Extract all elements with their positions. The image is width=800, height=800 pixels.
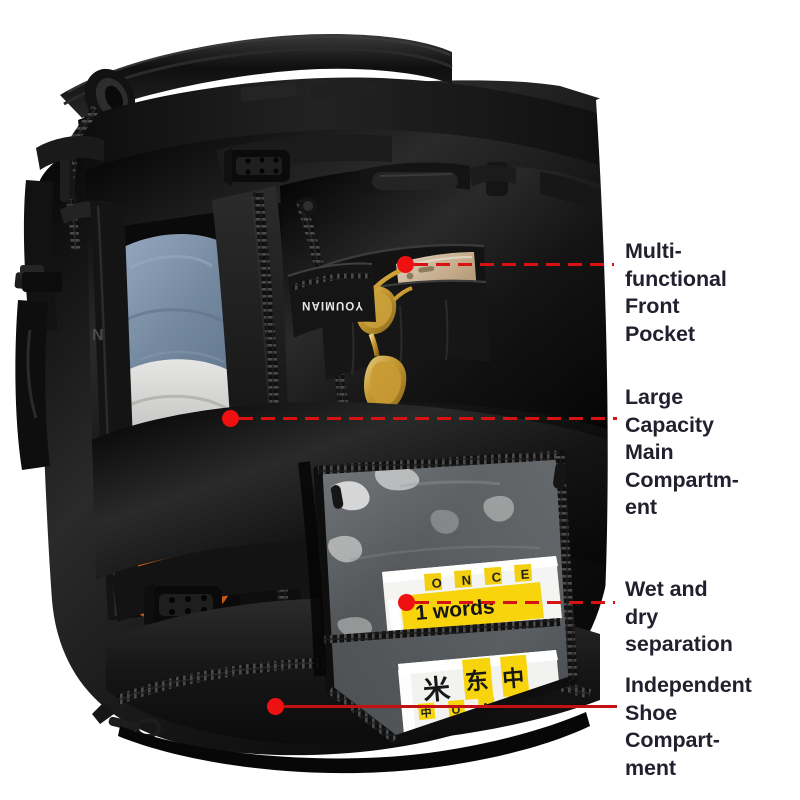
- svg-text:E: E: [520, 566, 530, 582]
- product-photo: YOUMIAN N: [14, 34, 613, 774]
- callout-line-front-pocket: [414, 263, 614, 266]
- callout-line-wet-dry-separation: [415, 601, 615, 604]
- callout-label-front-pocket: Multi-functional Front Pocket: [625, 239, 727, 346]
- svg-text:O: O: [451, 704, 461, 717]
- callout-dot-wet-dry-separation: [398, 594, 415, 611]
- callout-dot-shoe-compartment: [267, 698, 284, 715]
- callout-label-shoe-compartment: Independent Shoe Compart- ment: [625, 673, 752, 780]
- svg-text:N: N: [92, 327, 104, 344]
- svg-text:N: N: [461, 572, 471, 588]
- svg-text:C: C: [491, 569, 502, 585]
- callout-label-wet-dry-separation: Wet and dry separation: [625, 577, 733, 656]
- callout-line-shoe-compartment: [284, 705, 617, 708]
- svg-text:中: 中: [501, 665, 525, 692]
- callout-line-main-compartment: [239, 417, 617, 420]
- svg-text:东: 东: [464, 667, 489, 695]
- svg-text:米: 米: [422, 674, 452, 706]
- callout-dot-front-pocket: [397, 256, 414, 273]
- callout-dot-main-compartment: [222, 410, 239, 427]
- svg-text:YOUMIAN: YOUMIAN: [301, 299, 363, 311]
- svg-text:O: O: [431, 575, 442, 591]
- callout-label-main-compartment: Large Capacity Main Compartm- ent: [625, 385, 739, 519]
- svg-text:中: 中: [420, 705, 432, 720]
